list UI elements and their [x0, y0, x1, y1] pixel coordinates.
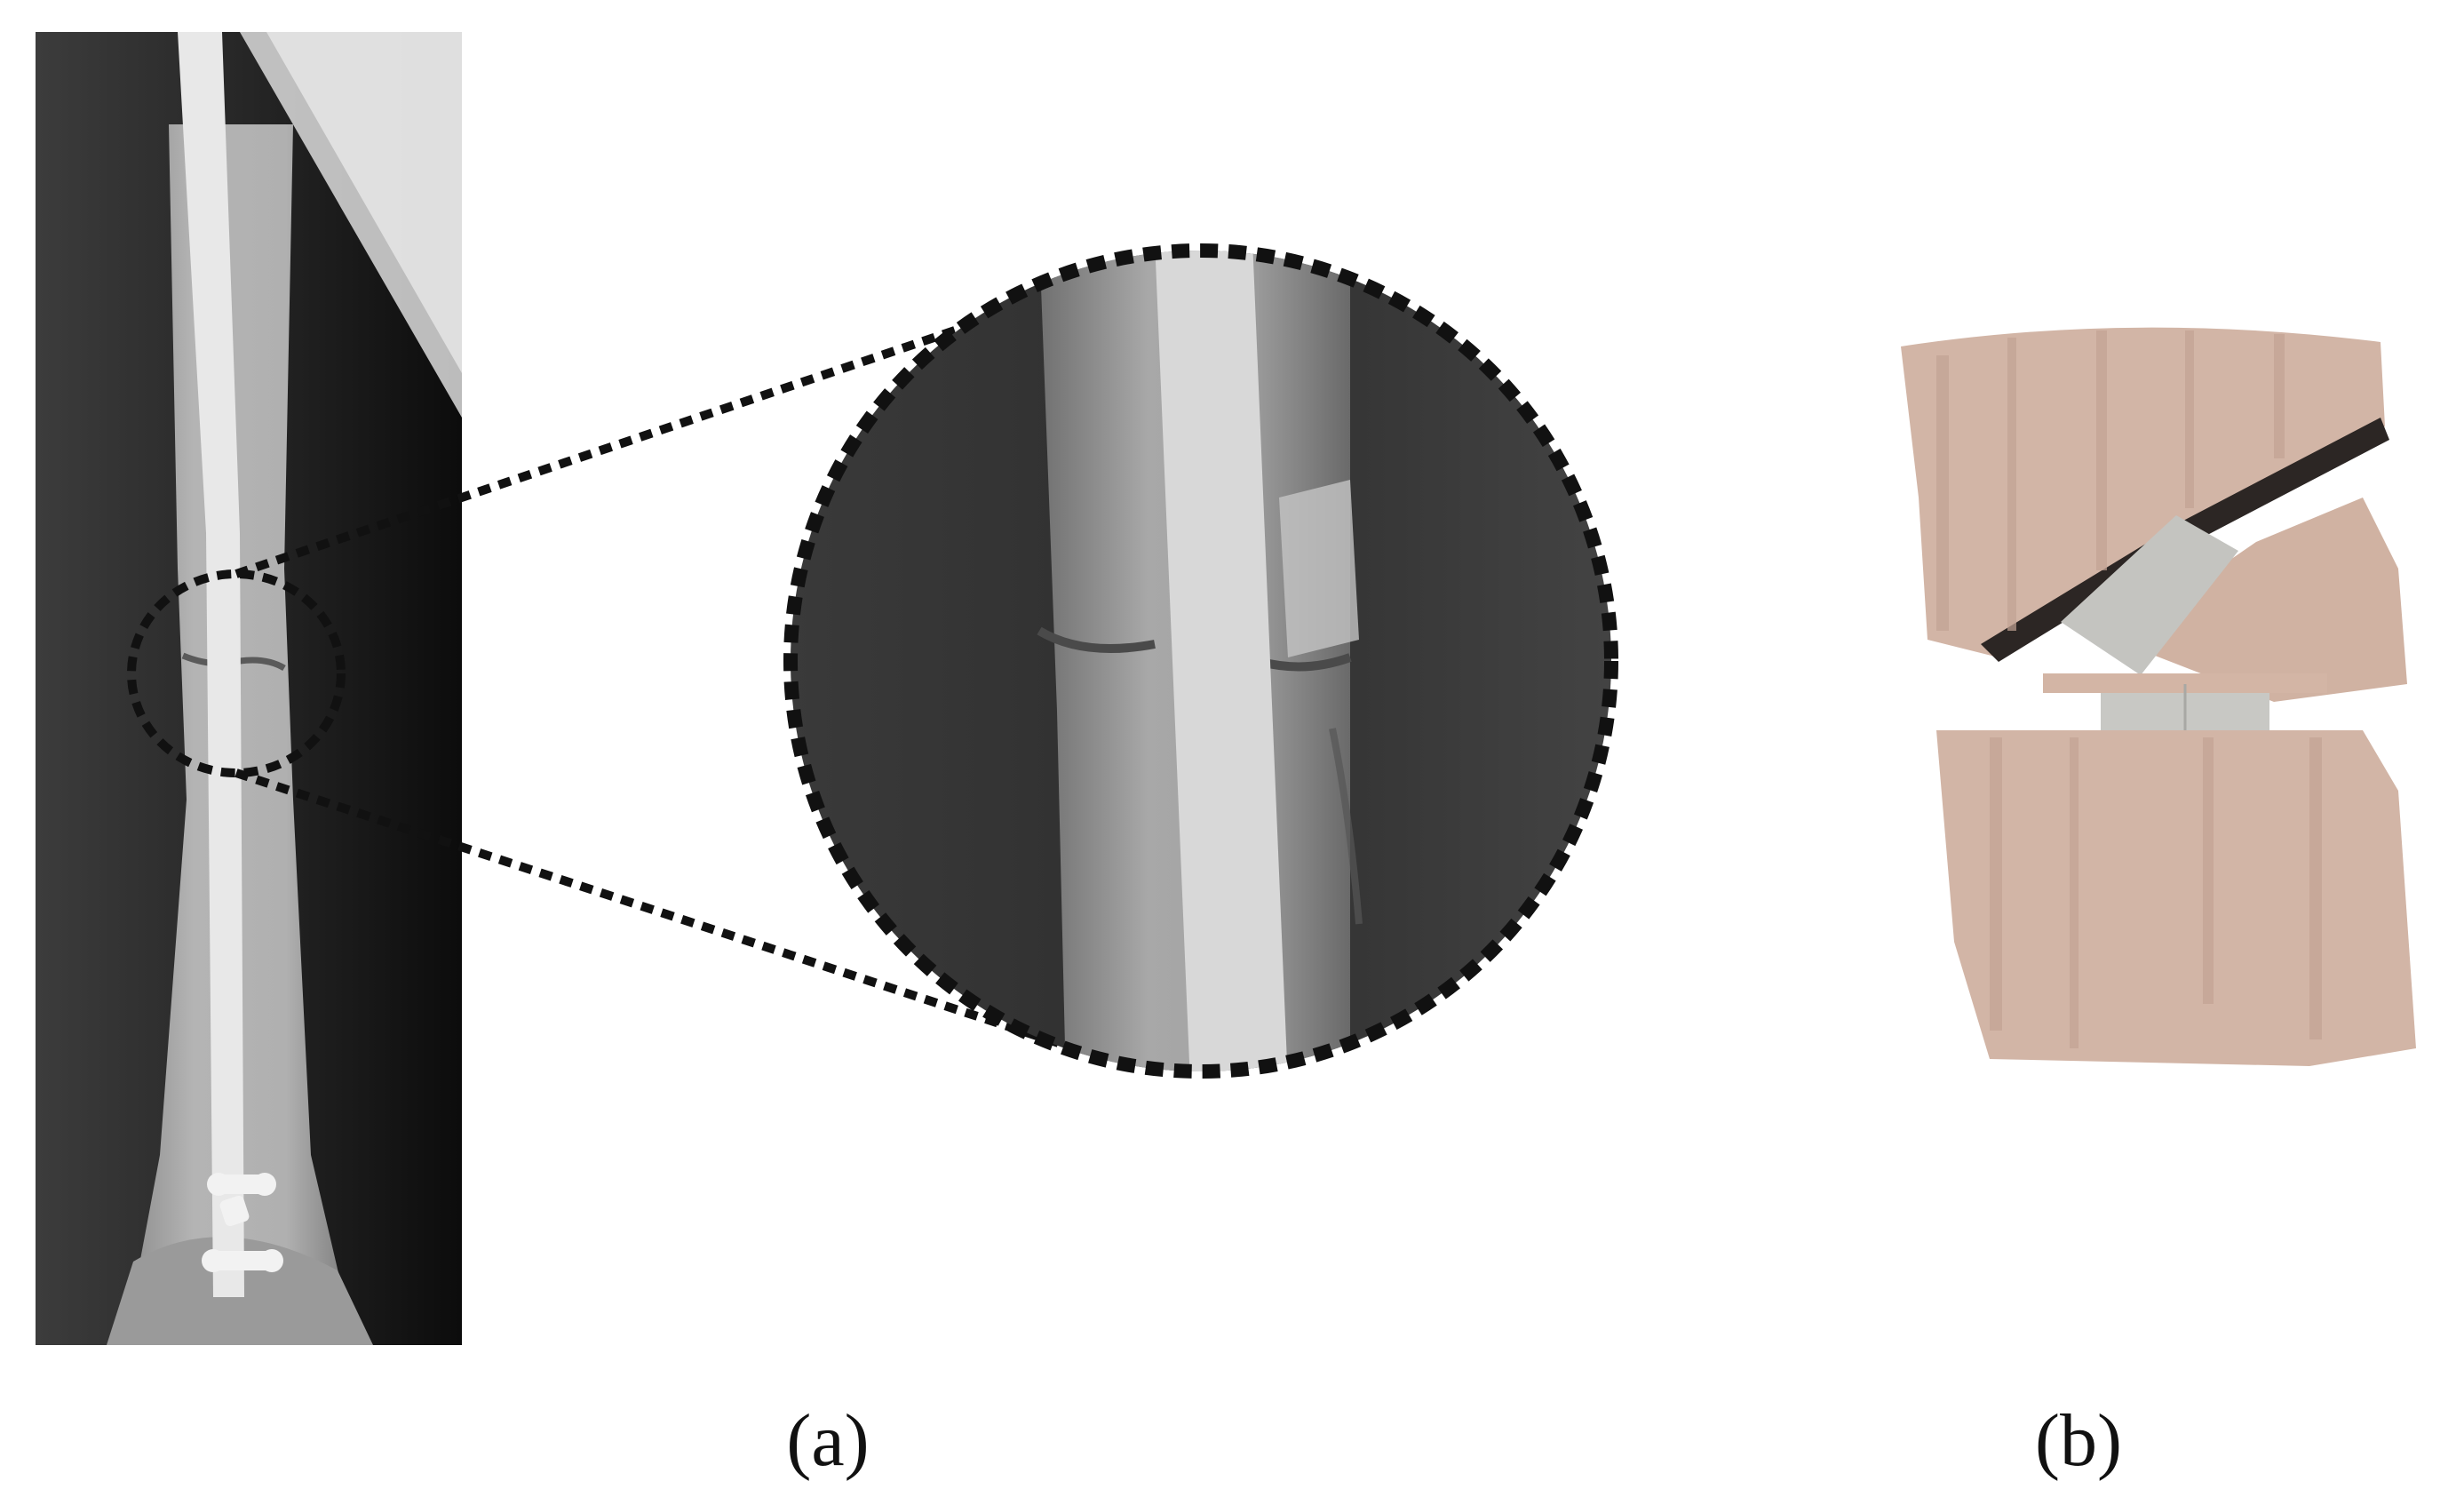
xray-image [36, 32, 462, 1345]
panel-label-b: (b) [2035, 1399, 2122, 1482]
magnified-fracture-detail [791, 251, 1611, 1071]
fracture-highlight-ellipse [127, 569, 346, 777]
zoom-circle-border [783, 243, 1618, 1079]
panel-label-a: (a) [786, 1399, 870, 1482]
3d-fracture-model [1901, 327, 2416, 1066]
